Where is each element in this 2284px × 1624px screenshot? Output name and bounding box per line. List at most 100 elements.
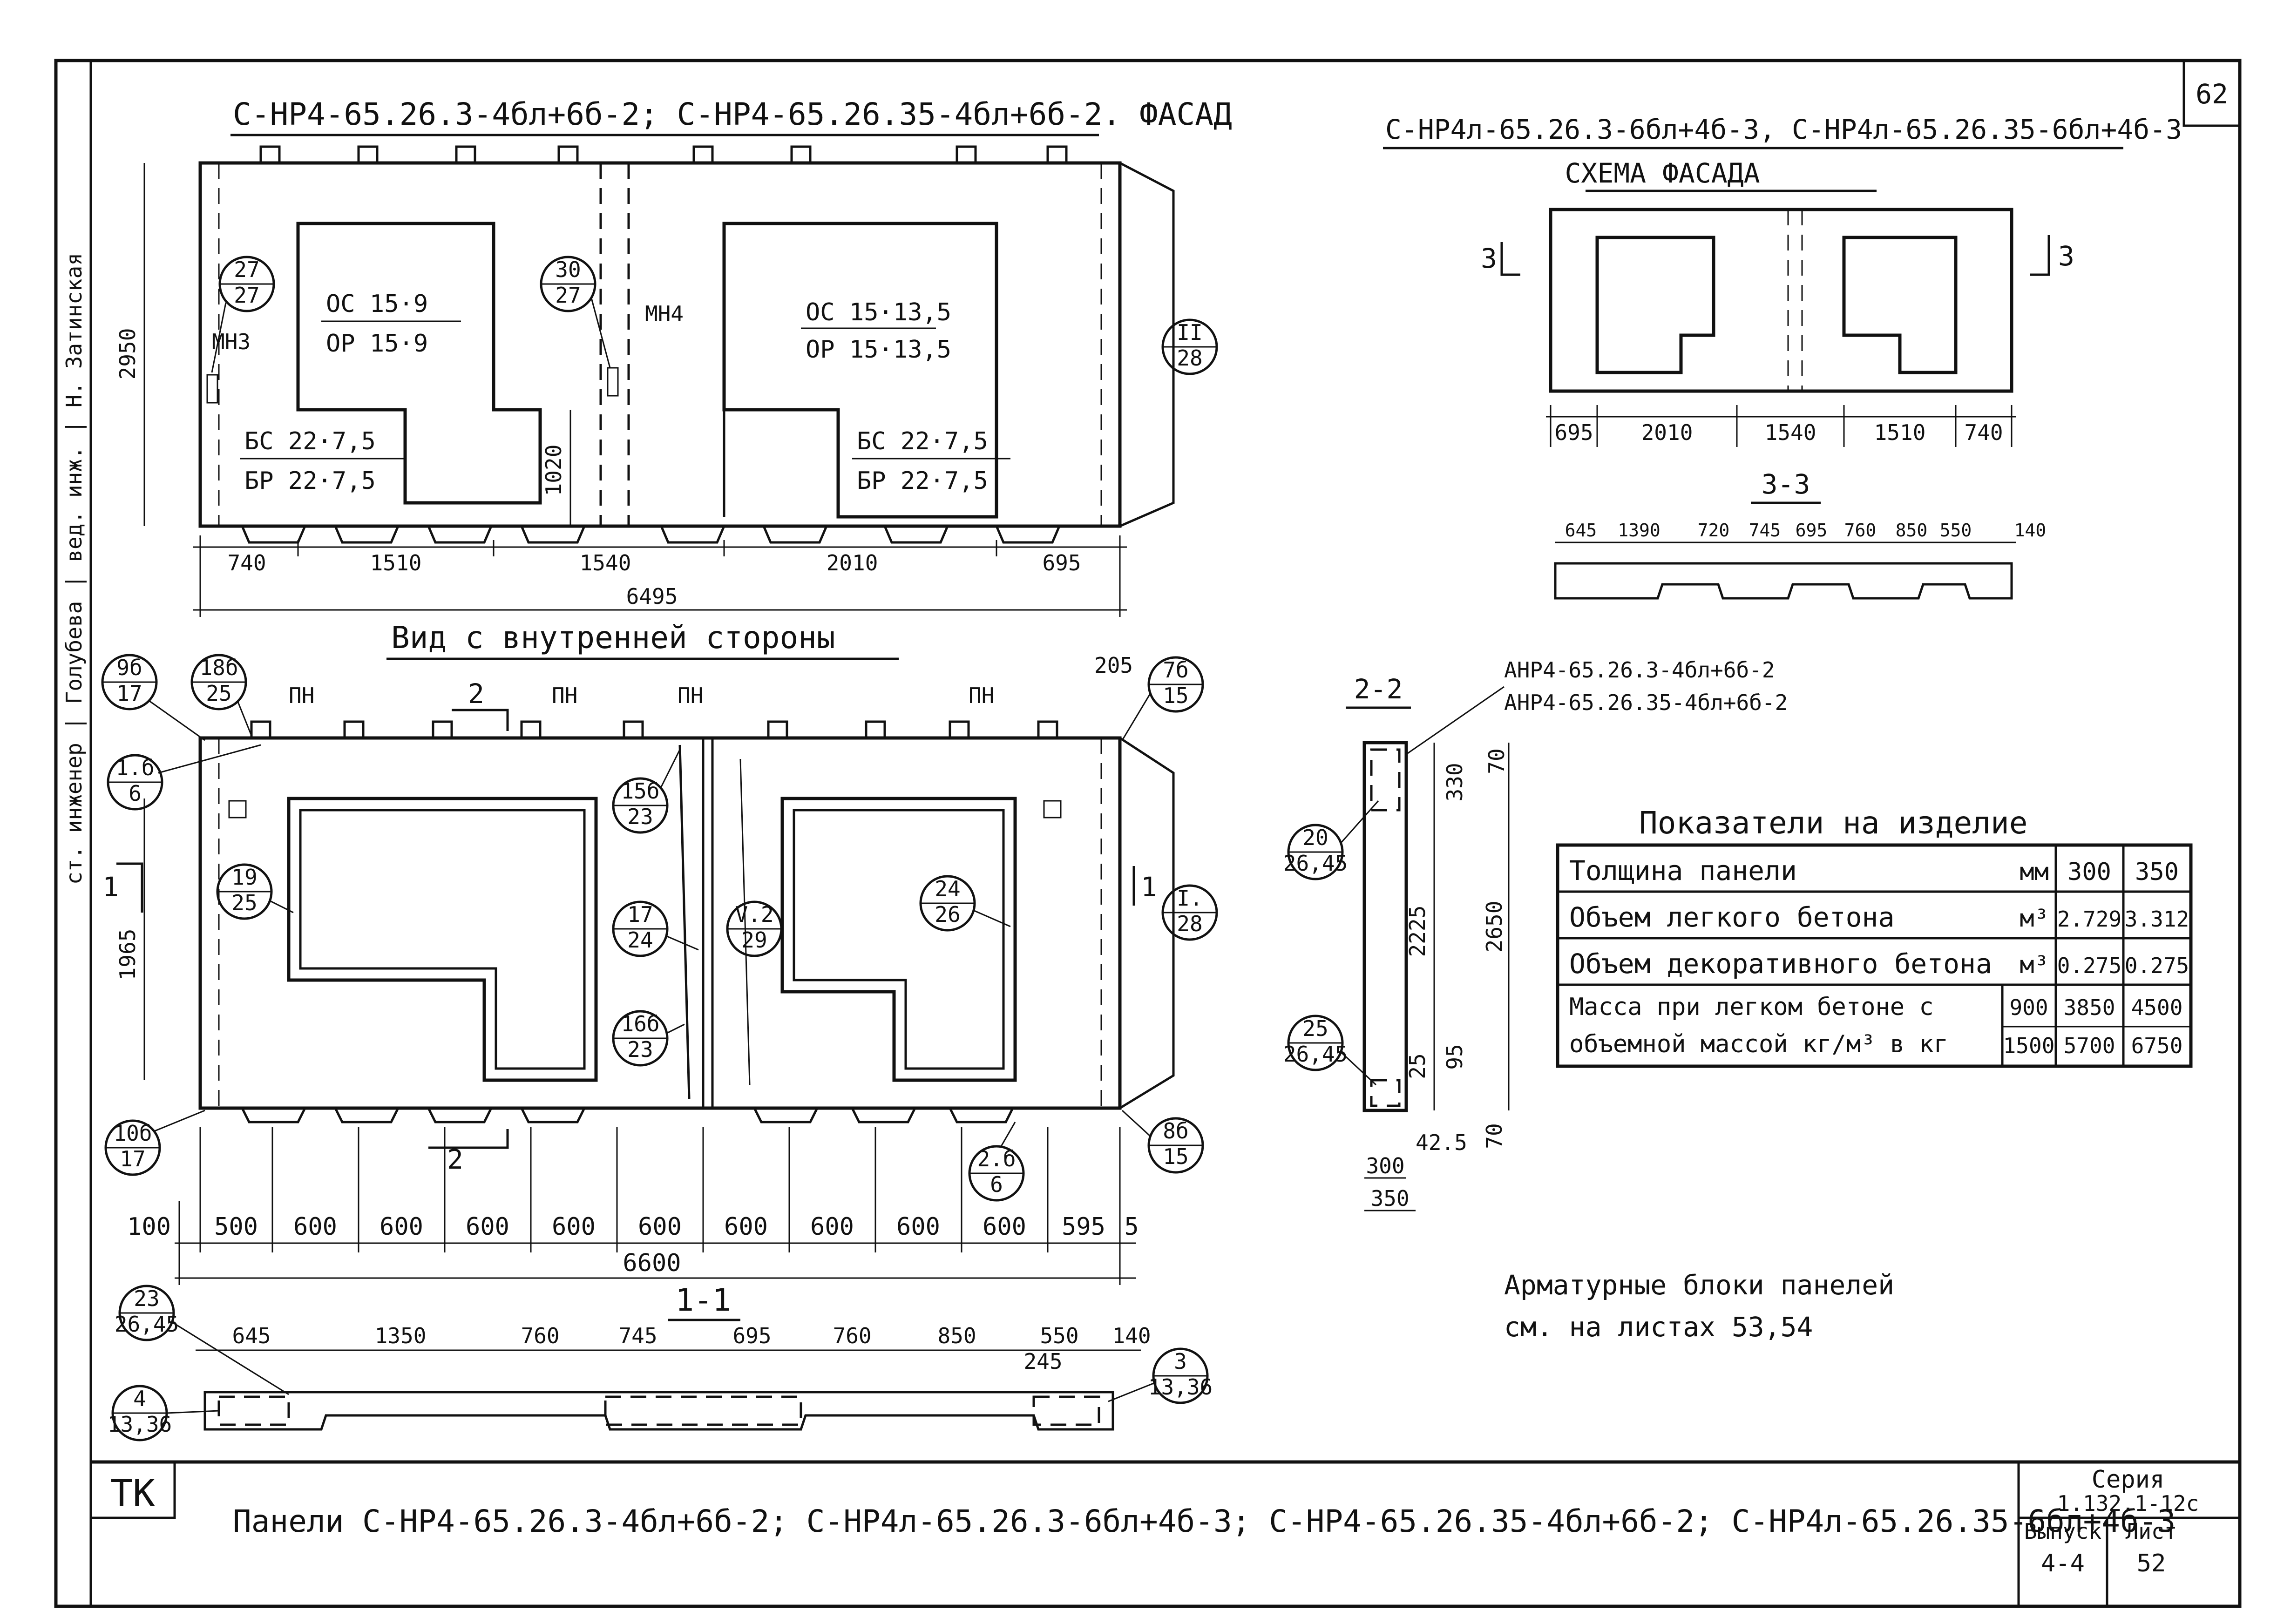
embedded-plate-left [228,800,247,819]
section-11-rebar-mid [604,1395,802,1426]
section-11-dim-8: 140 [1112,1323,1151,1348]
svg-text:15б: 15б [621,778,659,804]
dim-70-bottom: 70 [1482,1123,1507,1149]
mn3-mark [206,374,218,404]
dim-330: 330 [1442,763,1467,801]
svg-text:25: 25 [1302,1016,1328,1041]
svg-text:27: 27 [234,283,259,308]
callout-4-1336: 4 13,36 [108,1385,219,1441]
svg-text:15: 15 [1163,1144,1188,1169]
facade-dim-2: 1540 [580,550,631,575]
svg-text:24: 24 [935,876,960,901]
facade-dim-0: 740 [227,550,266,575]
cut-1-left-mark [116,862,143,913]
callout-3-1336: 3 13,36 [1108,1347,1213,1404]
cut-2-top-label: 2 [468,678,484,710]
section-11-profile [203,1391,1114,1431]
svg-text:23: 23 [627,1037,653,1062]
inner-dim-1: 500 [214,1213,258,1241]
mass-1-v1: 5700 [2064,1033,2115,1058]
mass-1-v2: 6750 [2131,1033,2183,1058]
mn4-mark [607,367,619,397]
scheme-dim-2: 1540 [1765,420,1816,445]
callout-9b-17: 9б 17 [101,654,205,741]
callout-2b-6: 2.б 6 [968,1122,1025,1202]
row-2-v1: 0.275 [2057,953,2121,978]
indicators-table: Показатели на изделие Толщина панели мм … [1556,805,2193,1068]
scheme-dim-3: 1510 [1874,420,1926,445]
svg-text:1.б: 1.б [115,755,154,780]
scheme-dim-ticks [1550,405,2013,447]
pn-label-3: ПН [678,683,703,708]
facade-callout-II-28: II 28 [1161,318,1218,375]
svg-text:6: 6 [990,1172,1003,1197]
dim-2650: 2650 [1482,901,1507,953]
callout-24-26: 24 26 [919,875,1011,932]
mass-0-v1: 3850 [2064,995,2115,1020]
pn-label-4: ПН [969,683,994,708]
section-11-dim-7: 550 [1040,1323,1078,1348]
section-22-title: 2-2 [1354,673,1403,705]
door2-label-bottom: БР 22·7,5 [857,467,988,495]
facade-1020-dim: 1020 [541,445,566,496]
opening1-label-bottom: ОР 15·9 [326,330,428,358]
inner-dim-11: 595 [1062,1213,1105,1241]
issue-value: 4-4 [2041,1550,2085,1577]
svg-text:18б: 18б [199,655,238,680]
svg-text:28: 28 [1177,911,1202,936]
door1-label-top: БС 22·7,5 [244,427,376,455]
dim-300: 300 [1366,1153,1404,1178]
section-11-title: 1-1 [675,1282,731,1318]
mn4-label: МН4 [645,301,684,326]
inner-panel-outline [198,736,1122,1110]
facade-opening-2 [722,222,998,519]
facade-dim-3: 2010 [827,550,878,575]
svg-text:26,45: 26,45 [1283,851,1348,876]
inner-dim-9: 600 [896,1213,940,1241]
scheme-subtitle: СХЕМА ФАСАДА [1565,157,1760,189]
scheme-opening-2 [1842,236,1958,374]
svg-text:25: 25 [231,890,257,915]
svg-text:4: 4 [133,1386,146,1411]
facade-dim-ticks [199,535,1121,617]
section-33-dim-0: 645 [1565,520,1597,541]
callout-I-28: I. 28 [1161,884,1218,941]
callout-20-2645: 20 26,45 [1283,800,1379,880]
callout-7b-15: 7б 15 [1121,656,1204,741]
section-11-dim-1: 1350 [375,1323,427,1348]
mass-0-v2: 4500 [2131,995,2183,1020]
facade-lifting-loops [259,145,1068,163]
opening2-label-bottom: ОР 15·13,5 [806,336,951,364]
scheme-opening-1 [1595,236,1715,374]
svg-text:17: 17 [627,902,653,927]
section-11-dim-245: 245 [1023,1349,1062,1374]
section-11-dim-3: 745 [618,1323,657,1348]
inner-opening-1-inner [299,809,586,1070]
scheme-panel [1549,208,2013,393]
table-border [1556,843,2193,1068]
inner-view-title: Вид с внутренней стороны [391,620,835,656]
svg-text:20: 20 [1302,825,1328,850]
row-0-unit: мм [2020,858,2049,886]
section-22-label-leader [1406,686,1505,755]
callout-15b-23: 15б 23 [612,749,681,834]
sheet-label: Лист [2126,1519,2177,1544]
dim-205: 205 [1094,653,1133,678]
svg-text:3: 3 [1174,1349,1187,1374]
embedded-plate-right [1043,800,1062,819]
row-1-v2: 3.312 [2125,907,2189,932]
inner-joint-1 [678,744,691,1099]
inner-dim-0: 100 [127,1213,171,1241]
dim-42-5: 42.5 [1416,1130,1467,1155]
door1-label-bottom: БР 22·7,5 [244,467,376,495]
row-2-v2: 0.275 [2125,953,2189,978]
facade-dim-4: 695 [1042,550,1081,575]
mass-1-density: 1500 [2003,1033,2055,1058]
callout-23-2645: 23 26,45 [115,1285,289,1395]
svg-text:26,45: 26,45 [115,1312,179,1337]
callout-19-25: 19 25 [216,863,294,920]
svg-text:25: 25 [206,681,231,706]
inner-lifting-loops [250,720,1058,738]
svg-text:I.: I. [1177,886,1202,911]
door2-label-top: БС 22·7,5 [857,427,988,455]
